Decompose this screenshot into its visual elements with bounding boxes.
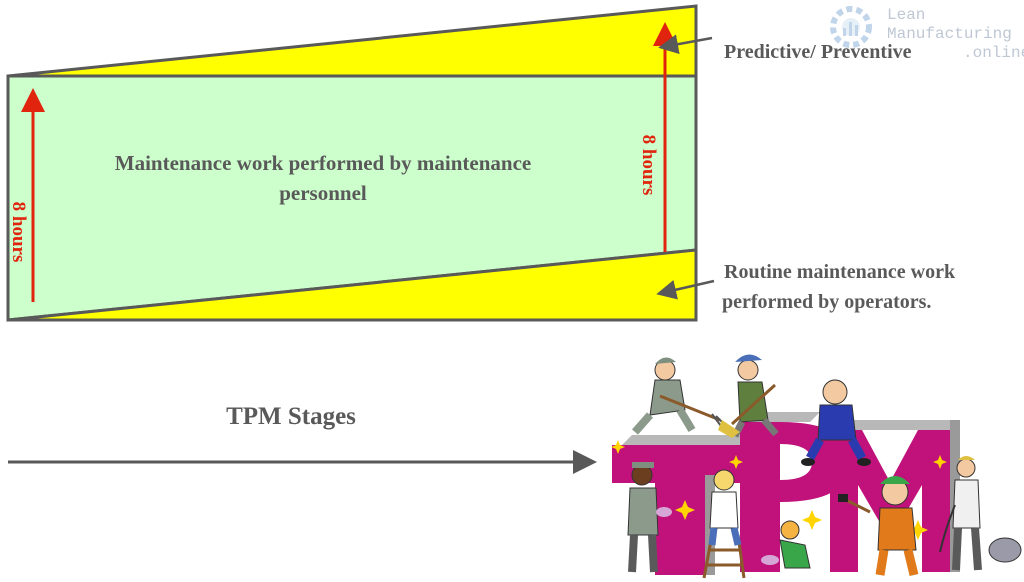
predictive-region	[7, 4, 698, 78]
watermark-line2: Manufacturing	[887, 25, 1012, 43]
watermark-logo: Lean Manufacturing .online	[830, 6, 1024, 62]
top-callout-pointer	[658, 34, 713, 55]
top-callout-label: Predictive/ Preventive	[724, 41, 912, 63]
bottom-callout-label-line2: performed by operators.	[722, 291, 931, 313]
sparkle-icons	[611, 440, 947, 540]
worker-raking	[632, 357, 729, 435]
bottom-callout-label: Routine maintenance work	[724, 261, 956, 283]
main-area-label-line2: personnel	[279, 181, 367, 205]
worker-standing-left	[627, 462, 672, 573]
worker-painting	[838, 476, 919, 577]
watermark-line1: Lean	[887, 6, 925, 24]
worker-sweeping	[718, 354, 779, 438]
worker-ladder	[702, 469, 746, 579]
stages-label: TPM Stages	[226, 403, 356, 430]
left-duration-label: 8 hours	[8, 202, 29, 263]
worker-sitting	[801, 379, 871, 466]
worker-kneeling	[761, 520, 811, 569]
bottom-callout-pointer	[656, 279, 715, 300]
watermark-line3: .online	[963, 44, 1024, 62]
tpm-clipart	[611, 354, 1022, 579]
right-duration-label: 8 hours	[638, 135, 659, 196]
main-area-label: Maintenance work performed by maintenanc…	[115, 151, 531, 175]
gear-icon	[830, 6, 872, 48]
worker-vacuum	[939, 456, 1022, 571]
